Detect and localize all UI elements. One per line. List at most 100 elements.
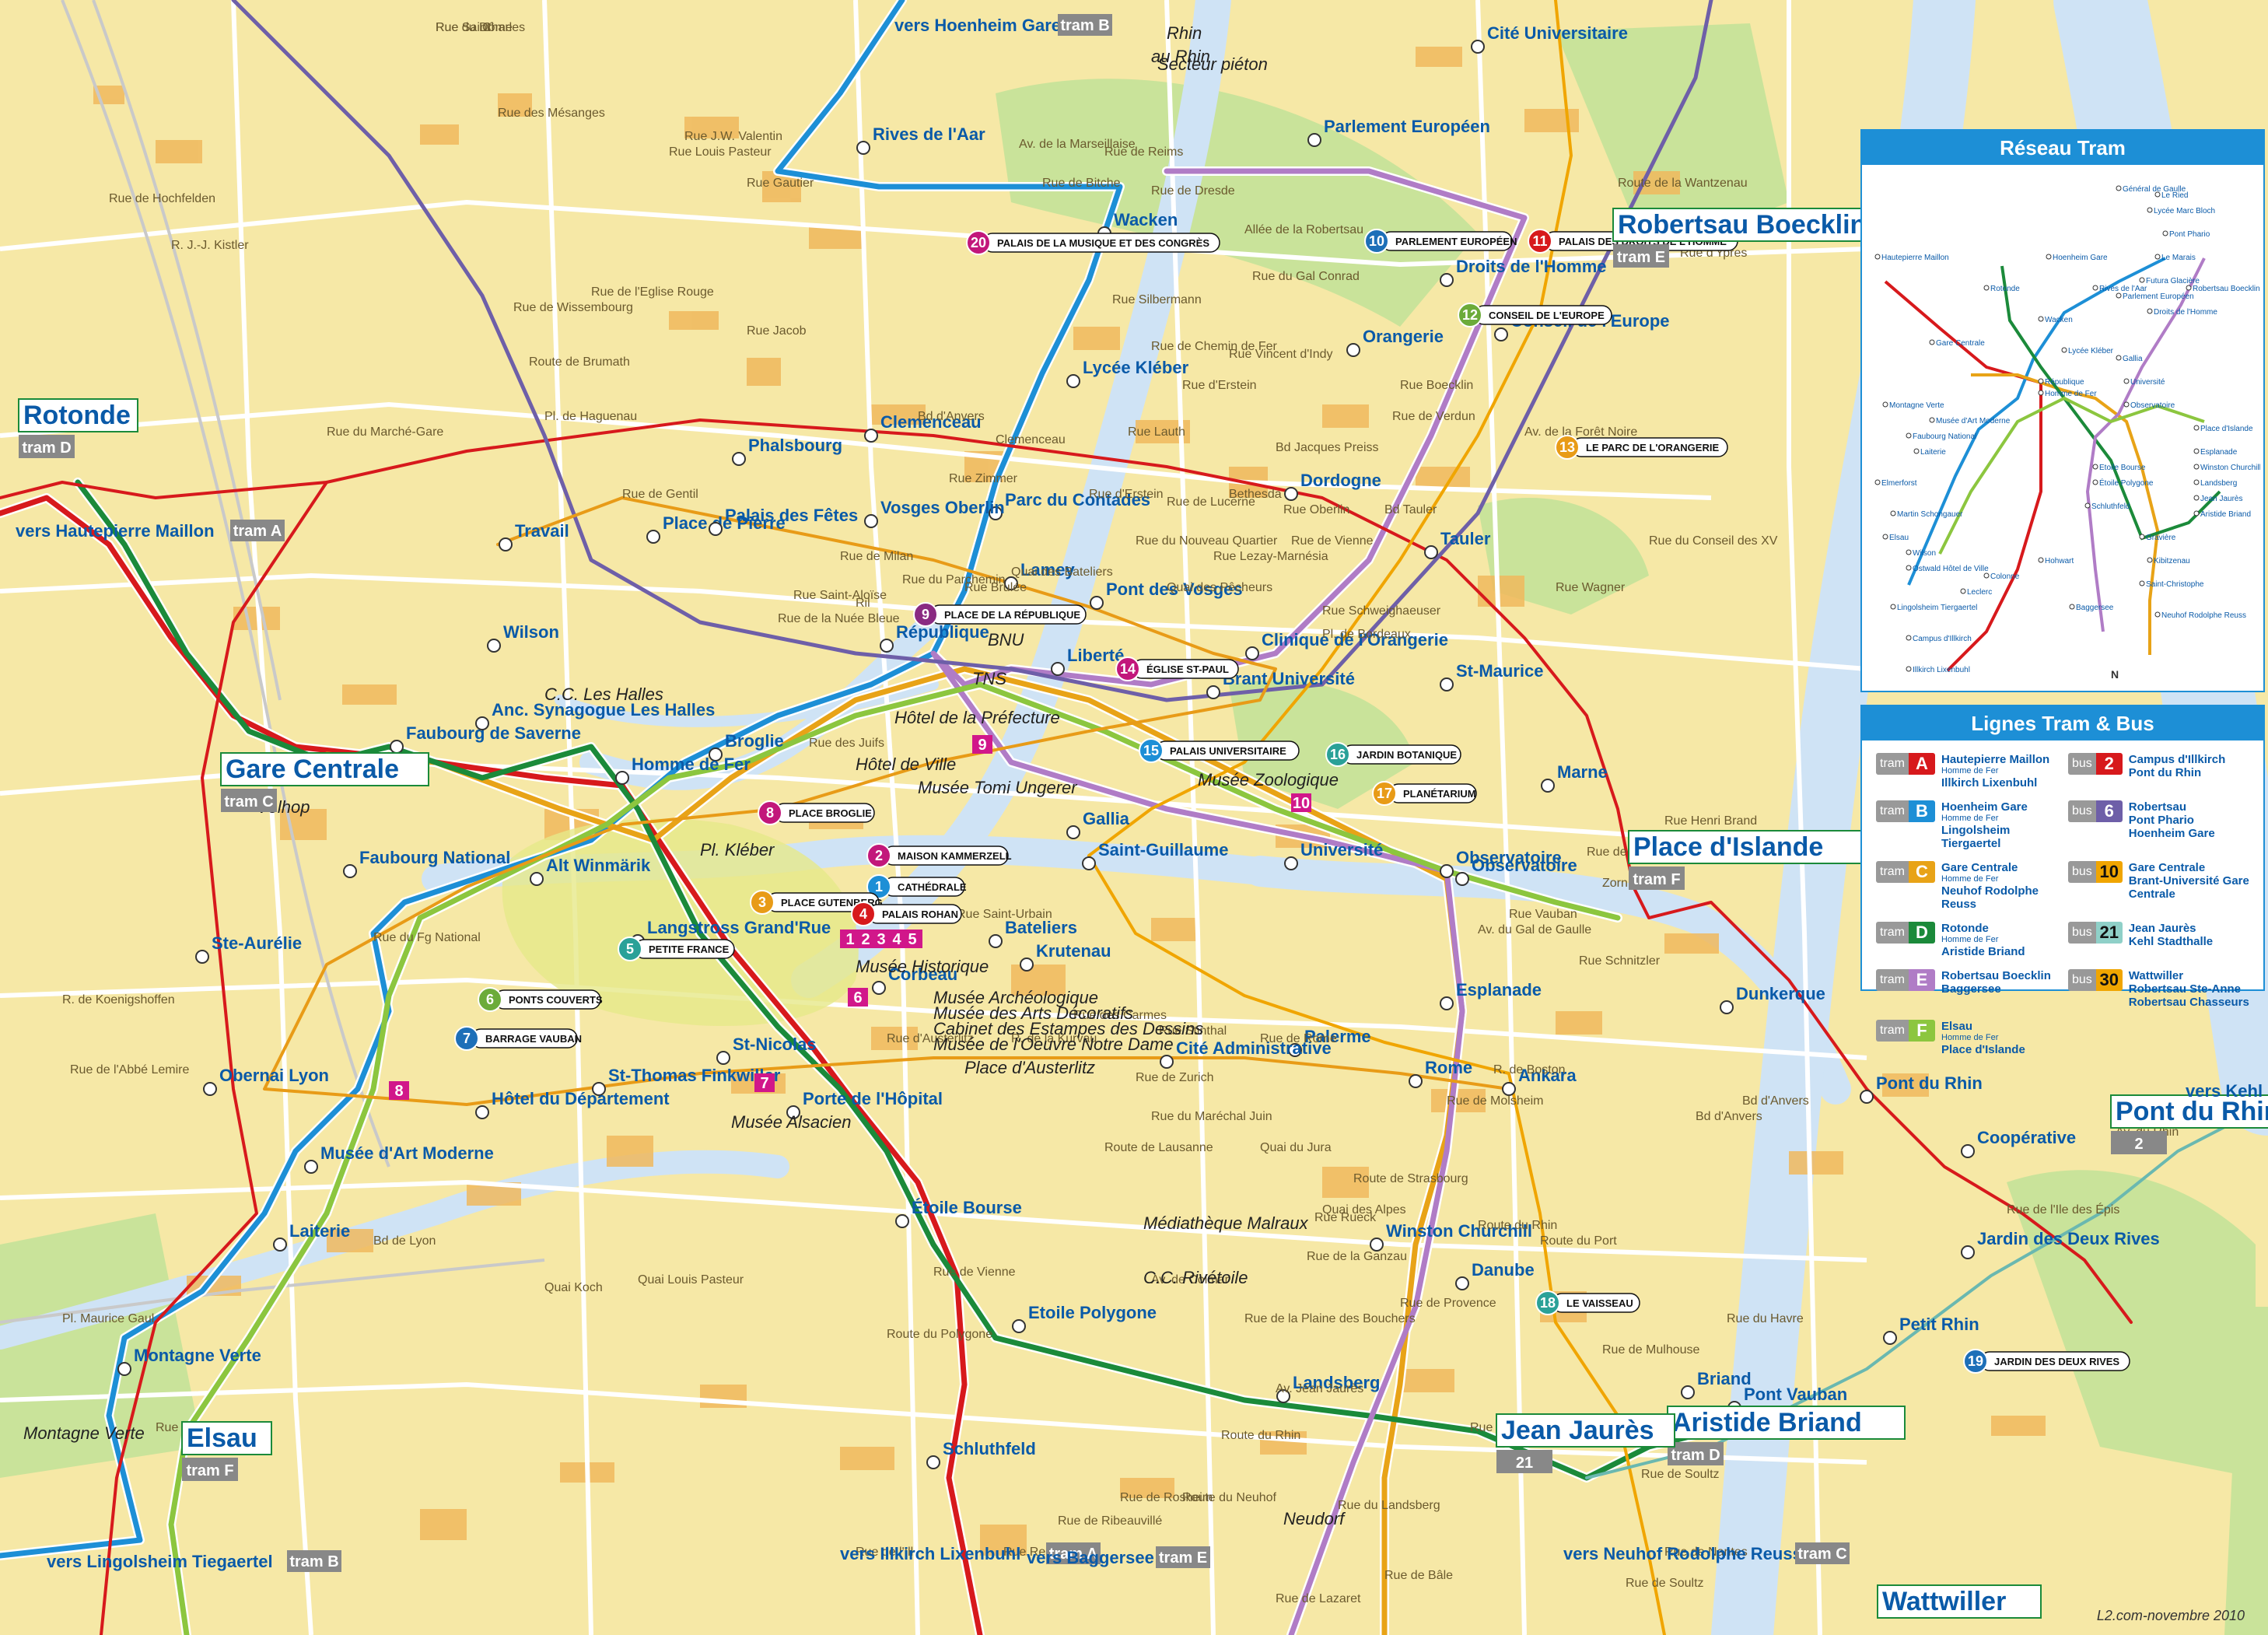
poi-badge-10[interactable] [1364, 229, 1389, 254]
station-marker-observatoire[interactable] [1440, 864, 1454, 878]
station-marker-travail[interactable] [499, 537, 513, 551]
street-label-route-du-neuhof-56: Route du Neuhof [1182, 1491, 1277, 1504]
poi-badge-8[interactable] [758, 800, 782, 825]
station-marker-briand[interactable] [1681, 1385, 1695, 1399]
station-marker-broglie[interactable] [709, 747, 723, 761]
mini-station-parlement-europeen: Parlement Européen [2123, 292, 2194, 301]
station-marker-parc-du-contades[interactable] [989, 506, 1003, 520]
station-marker-brant-universite[interactable] [1206, 685, 1220, 699]
poi-badge-1[interactable] [866, 874, 891, 899]
major-station-box-pont-du-rhin[interactable] [2110, 1094, 2268, 1129]
station-marker-laiterie[interactable] [273, 1238, 287, 1252]
station-marker-lycee-kleber[interactable] [1066, 374, 1080, 388]
station-marker-porte-de-l-hopital[interactable] [786, 1105, 800, 1119]
poi-badge-6[interactable] [478, 987, 502, 1012]
station-marker-palais-des-fetes[interactable] [709, 522, 723, 536]
station-marker-vosges-oberlin[interactable] [864, 514, 878, 528]
poi-badge-17[interactable] [1372, 781, 1397, 806]
station-marker-droits-de-l-homme[interactable] [1440, 273, 1454, 287]
major-station-box-aristide-briand[interactable] [1667, 1406, 1906, 1440]
station-marker-st-maurice[interactable] [1440, 677, 1454, 691]
poi-badge-19[interactable] [1963, 1349, 1988, 1374]
station-marker-faubourg-national[interactable] [343, 864, 357, 878]
station-marker-montagne-verte[interactable] [117, 1362, 131, 1376]
poi-badge-15[interactable] [1139, 738, 1164, 763]
station-marker-anc-synagogue-les-halles[interactable] [475, 716, 489, 730]
station-marker-etoile-bourse[interactable] [895, 1214, 909, 1228]
station-marker-st-nicolas[interactable] [716, 1051, 730, 1065]
station-marker-universite[interactable] [1284, 856, 1298, 870]
station-marker-rome[interactable] [1409, 1074, 1423, 1088]
station-marker-parlement-europeen[interactable] [1307, 133, 1321, 147]
station-marker-palerme[interactable] [1288, 1043, 1302, 1057]
station-marker-dunkerque[interactable] [1720, 1000, 1734, 1014]
poi-badge-14[interactable] [1115, 656, 1140, 681]
station-marker-gallia[interactable] [1066, 825, 1080, 839]
station-marker-liberte[interactable] [1051, 662, 1065, 676]
station-marker-schluthfeld[interactable] [926, 1455, 940, 1469]
poi-badge-12[interactable] [1458, 303, 1482, 327]
poi-badge-9[interactable] [913, 602, 938, 627]
station-marker-musee-d-art-moderne[interactable] [304, 1160, 318, 1174]
station-marker-place-de-pierre[interactable] [646, 530, 660, 544]
station-marker-rives-de-l-aar[interactable] [856, 141, 870, 155]
major-station-box-place-d-islande[interactable] [1628, 830, 1867, 864]
station-marker-cooperative[interactable] [1961, 1144, 1975, 1158]
station-marker-clemenceau[interactable] [864, 429, 878, 443]
poi-badge-20[interactable] [966, 230, 991, 255]
major-station-badge-place-d-islande [1629, 867, 1685, 890]
poi-badge-11[interactable] [1528, 229, 1552, 254]
major-station-box-elsau[interactable] [181, 1421, 272, 1455]
station-marker-corbeau[interactable] [872, 981, 886, 995]
station-marker-phalsbourg[interactable] [732, 452, 746, 466]
station-marker-winston-churchill[interactable] [1370, 1238, 1384, 1252]
major-station-box-rotonde[interactable] [18, 398, 138, 432]
station-marker-observatoire[interactable] [1455, 872, 1469, 886]
station-marker-lamey[interactable] [1004, 576, 1018, 590]
station-marker-cite-universitaire[interactable] [1471, 40, 1485, 54]
station-marker-faubourg-de-saverne[interactable] [390, 740, 404, 754]
station-marker-orangerie[interactable] [1346, 343, 1360, 357]
station-marker-ste-aurelie[interactable] [195, 950, 209, 964]
poi-badge-13[interactable] [1555, 435, 1580, 460]
station-marker-hotel-du-departement[interactable] [475, 1105, 489, 1119]
station-marker-st-thomas-finkwiller[interactable] [592, 1082, 606, 1096]
place-label-pl-kleber: Pl. Kléber [700, 840, 775, 860]
station-marker-dordogne[interactable] [1284, 487, 1298, 501]
poi-badge-18[interactable] [1535, 1290, 1560, 1315]
station-marker-danube[interactable] [1455, 1276, 1469, 1290]
station-marker-cite-administrative[interactable] [1160, 1055, 1174, 1069]
station-marker-homme-de-fer[interactable] [615, 771, 629, 785]
major-station-box-wattwiller[interactable] [1877, 1584, 2042, 1619]
major-station-box-gare-centrale[interactable] [220, 752, 429, 786]
station-marker-conseil-de-l-europe[interactable] [1494, 327, 1508, 341]
station-marker-pont-des-vosges[interactable] [1090, 596, 1104, 610]
legend-route-from: Wattwiller [2128, 969, 2184, 982]
station-marker-tauler[interactable] [1424, 545, 1438, 559]
station-marker-landsberg[interactable] [1276, 1389, 1290, 1403]
station-marker-saint-guillaume[interactable] [1082, 856, 1096, 870]
station-marker-republique[interactable] [880, 639, 894, 653]
poi-badge-2[interactable] [866, 843, 891, 868]
station-marker-wilson[interactable] [487, 639, 501, 653]
poi-badge-5[interactable] [618, 937, 642, 961]
station-marker-esplanade[interactable] [1440, 996, 1454, 1010]
station-marker-marne[interactable] [1541, 779, 1555, 793]
poi-badge-4[interactable] [851, 902, 876, 926]
major-station-box-robertsau-boecklin[interactable] [1612, 208, 1895, 242]
station-marker-alt-winmarik[interactable] [530, 872, 544, 886]
major-station-box-jean-jaures[interactable] [1496, 1413, 1675, 1448]
station-marker-pont-du-rhin[interactable] [1860, 1090, 1874, 1104]
station-marker-obernai-lyon[interactable] [203, 1082, 217, 1096]
station-marker-clinique-de-l-orangerie[interactable] [1245, 646, 1259, 660]
poi-badge-3[interactable] [750, 890, 775, 915]
station-marker-petit-rhin[interactable] [1883, 1331, 1897, 1345]
station-marker-krutenau[interactable] [1020, 958, 1034, 972]
station-marker-etoile-polygone[interactable] [1012, 1319, 1026, 1333]
station-marker-bateliers[interactable] [989, 934, 1003, 948]
poi-badge-16[interactable] [1325, 742, 1350, 767]
poi-badge-7[interactable] [454, 1026, 479, 1051]
station-marker-ankara[interactable] [1502, 1082, 1516, 1096]
station-marker-jardin-des-deux-rives[interactable] [1961, 1245, 1975, 1259]
